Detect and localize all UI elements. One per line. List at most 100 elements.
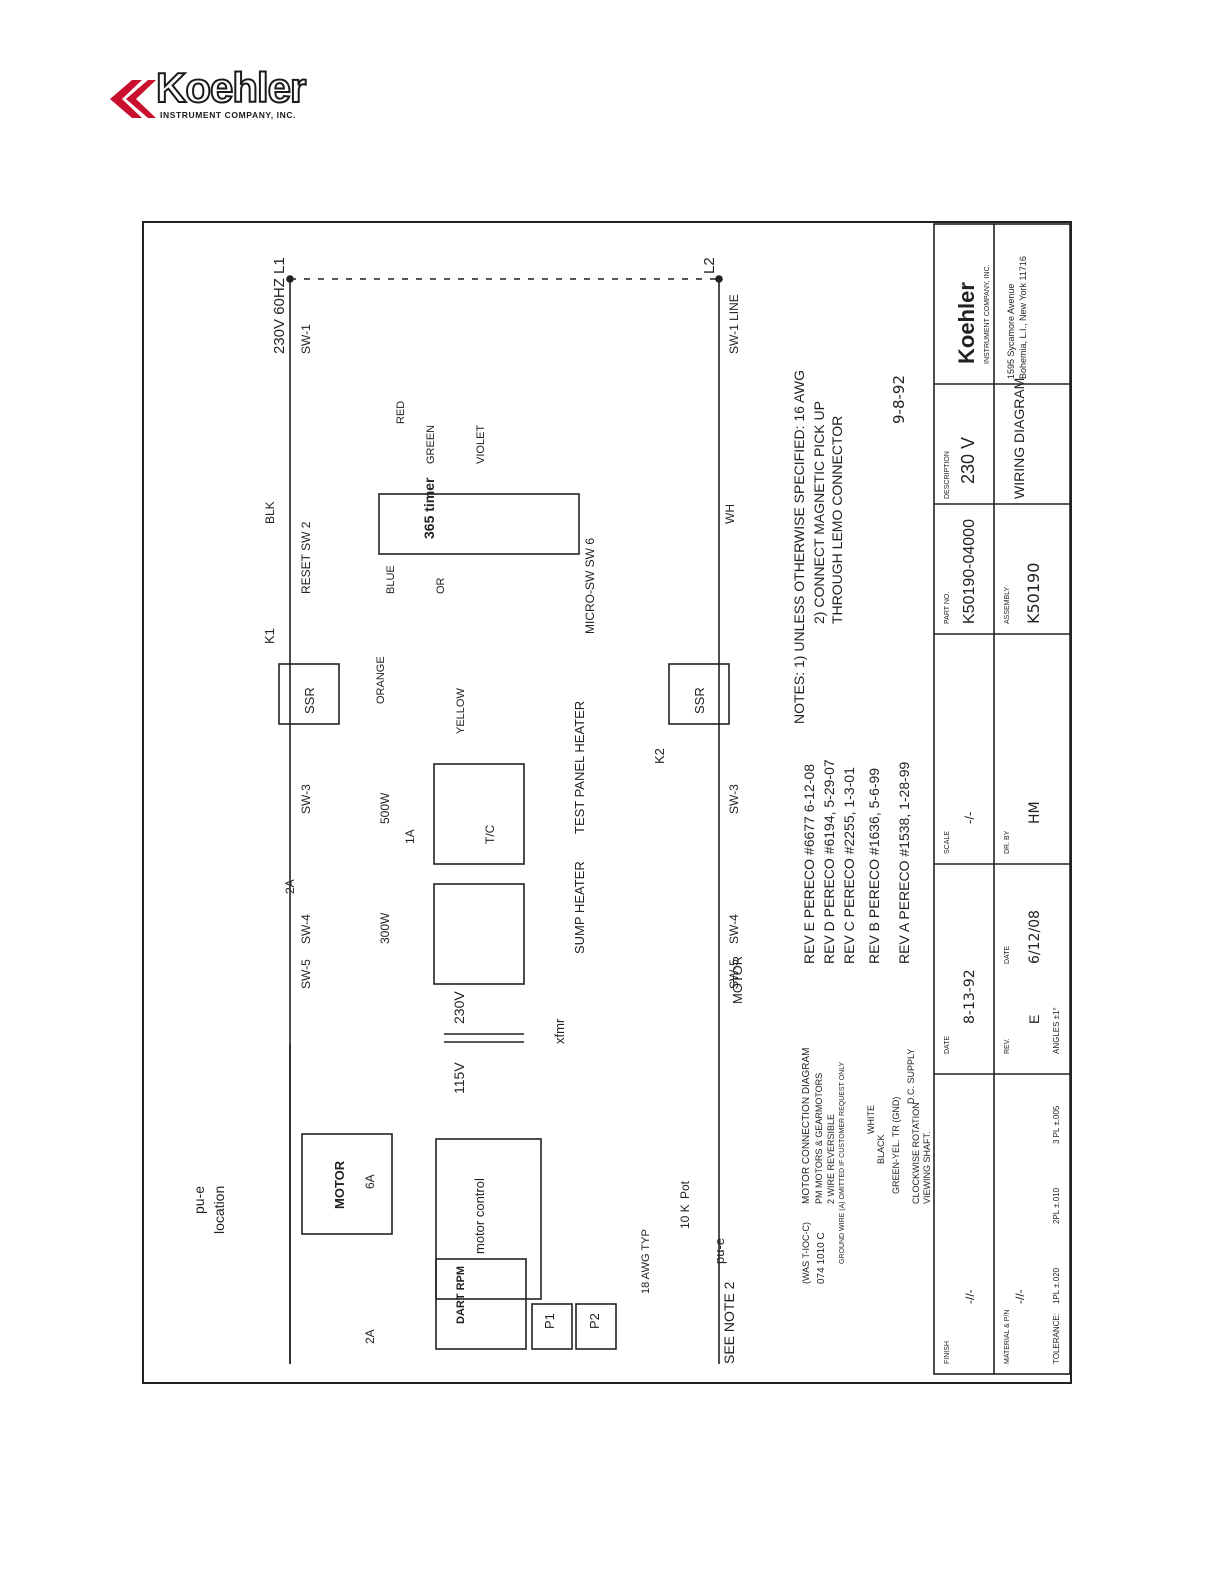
motor-text-label: MOTOR [730, 956, 745, 1004]
wire-blk-top: BLK [263, 501, 277, 524]
rev-b: REV B PERECO #1636, 5-6-99 [866, 768, 882, 964]
timer-label: 365 timer [421, 477, 437, 539]
note-line-2: 2) CONNECT MAGNETIC PICK UP [811, 401, 827, 624]
pue-label: pu-e [712, 1238, 727, 1264]
plug-p2: P2 [587, 1313, 602, 1329]
tb-date: 8-13-92 [962, 969, 978, 1024]
motor-ref: (WAS T-IOC-C) [801, 1222, 811, 1284]
rev-c: REV C PERECO #2255, 1-3-01 [841, 767, 857, 964]
note-line-1: NOTES: 1) UNLESS OTHERWISE SPECIFIED: 16… [791, 370, 807, 724]
motor-code: 074 1010 C [816, 1232, 827, 1284]
rev-d: REV D PERECO #6194, 5-29-07 [821, 759, 837, 964]
tb-address1: 1595 Sycamore Avenue [1006, 284, 1016, 379]
pot-value: 10 K [678, 1204, 692, 1229]
k2-label: K2 [652, 748, 667, 764]
title-block [933, 223, 1071, 1375]
motor-wire-black: BLACK [876, 1134, 886, 1164]
rev-e: REV E PERECO #6677 6-12-08 [801, 764, 817, 964]
dart-rpm-label: DART RPM [455, 1266, 467, 1324]
motor-supply: D.C. SUPPLY [906, 1049, 916, 1104]
motor-viewing: VIEWING SHAFT. [922, 1131, 932, 1204]
dart-rpm-box [435, 1258, 527, 1350]
tb-description2: WIRING DIAGRAM [1011, 378, 1027, 499]
tb-scale-label: SCALE [944, 831, 951, 854]
tb-date-label: DATE [944, 1036, 951, 1054]
tc-label: T/C [483, 824, 497, 844]
tb-material: -//- [1013, 1289, 1027, 1304]
supply-label: 230V 60HZ [271, 278, 288, 354]
wire-yellow: YELLOW [455, 688, 467, 734]
tb-drby: HM [1027, 801, 1043, 824]
timer-block [378, 493, 580, 555]
sw1-line-label: SW-1 LINE [727, 294, 741, 354]
sw4-bottom-label: SW-4 [727, 914, 741, 944]
tb-part-no-label: PART NO. [944, 592, 951, 624]
tb-rev-date: 6/12/08 [1027, 910, 1043, 964]
sump-controller [433, 883, 525, 985]
wire-or: OR [435, 577, 447, 594]
tb-description1: 230 V [958, 437, 978, 484]
rev-a: REV A PERECO #1538, 1-28-99 [896, 761, 912, 964]
pickup-location: location [211, 1186, 227, 1234]
pot-label: Pot [678, 1180, 692, 1199]
tb-tol-3pl: 3 PL ±.005 [1052, 1105, 1061, 1144]
motor-diagram-sub2: 2 WIRE REVERSIBLE [826, 1114, 836, 1204]
koehler-logo: Koehler INSTRUMENT COMPANY, INC. [108, 65, 338, 126]
wire-violet: VIOLET [475, 425, 487, 464]
micro-sw6-label: MICRO-SW SW 6 [583, 538, 597, 634]
wire-green: GREEN [425, 425, 437, 464]
tb-finish: -//- [963, 1289, 977, 1304]
test-watt-label: 500W [378, 792, 392, 824]
tb-rev: E [1026, 1015, 1042, 1024]
ssr-k2-label: SSR [692, 687, 707, 714]
motor-wire-gnd: GREEN-YEL. TR (GND) [891, 1097, 901, 1194]
fuse-2a-label: 2A [283, 879, 297, 894]
pickup-label: pu-e [191, 1186, 207, 1214]
tb-angles: ANGLES ±1° [1052, 1007, 1061, 1054]
awg-label: 18 AWG TYP [640, 1229, 652, 1294]
tb-address2: Bohemia, L.I., New York 11716 [1018, 256, 1028, 379]
motor-rotation: CLOCKWISE ROTATION [911, 1102, 921, 1204]
sw3-top-label: SW-3 [299, 784, 313, 814]
tb-finish-label: FINISH [944, 1341, 951, 1364]
motor-block-label: MOTOR [332, 1160, 347, 1209]
tb-assembly-label: ASSEMBLY [1004, 586, 1011, 624]
tb-company: Koehler [954, 282, 979, 364]
transformer-secondary: 115V [451, 1062, 467, 1094]
motor-diagram-title: MOTOR CONNECTION DIAGRAM [801, 1048, 812, 1204]
motor-box [301, 1133, 393, 1235]
wire-blue: BLUE [385, 565, 397, 594]
sw5-top-label: SW-5 [299, 959, 313, 989]
ssr-k1 [278, 663, 340, 725]
tb-rev-label: REV. [1004, 1038, 1011, 1054]
motor-control-label: motor control [472, 1178, 487, 1254]
rotated-drawing: 230V 60HZ L1 L2 SW-1 SW-1 LINE RESET SW … [144, 221, 1074, 1384]
wire-red: RED [395, 401, 407, 424]
sw1-label: SW-1 [299, 324, 313, 354]
sw4-top-label: SW-4 [299, 914, 313, 944]
k1-label: K1 [262, 628, 277, 644]
drawing-sheet: 230V 60HZ L1 L2 SW-1 SW-1 LINE RESET SW … [142, 221, 1072, 1384]
transformer-label: xfmr [552, 1018, 567, 1044]
wire-orange: ORANGE [375, 656, 387, 704]
logo-chevron-icon [110, 80, 156, 118]
motor-wire-white: WHITE [866, 1105, 876, 1134]
reset-sw2-label: RESET SW 2 [299, 521, 313, 594]
fuse-2a-main: 2A [363, 1329, 377, 1344]
l1-label: L1 [271, 257, 288, 274]
tb-material-label: MATERIAL & P/N [1004, 1310, 1011, 1364]
tb-tolerance-label: TOLERANCE: [1052, 1313, 1061, 1364]
l2-label: L2 [701, 257, 718, 274]
transformer-primary: 230V [451, 991, 467, 1024]
motor-note: GROUND WIRE (A) OMITTED IF CUSTOMER REQU… [839, 1061, 846, 1264]
ssr-k2 [668, 663, 730, 725]
note-line-3: THROUGH LEMO CONNECTOR [829, 416, 845, 624]
wire-wh-bottom: WH [723, 504, 737, 524]
wiring-diagram: 230V 60HZ L1 L2 SW-1 SW-1 LINE RESET SW … [191, 223, 1071, 1375]
motor-diagram-sub1: PM MOTORS & GEARMOTORS [814, 1073, 824, 1204]
logo-name: Koehler [155, 64, 307, 111]
plug-p1: P1 [542, 1313, 557, 1329]
see-note-label: SEE NOTE 2 [721, 1281, 737, 1364]
test-panel-controller [433, 763, 525, 865]
tb-scale: -/- [962, 812, 977, 824]
